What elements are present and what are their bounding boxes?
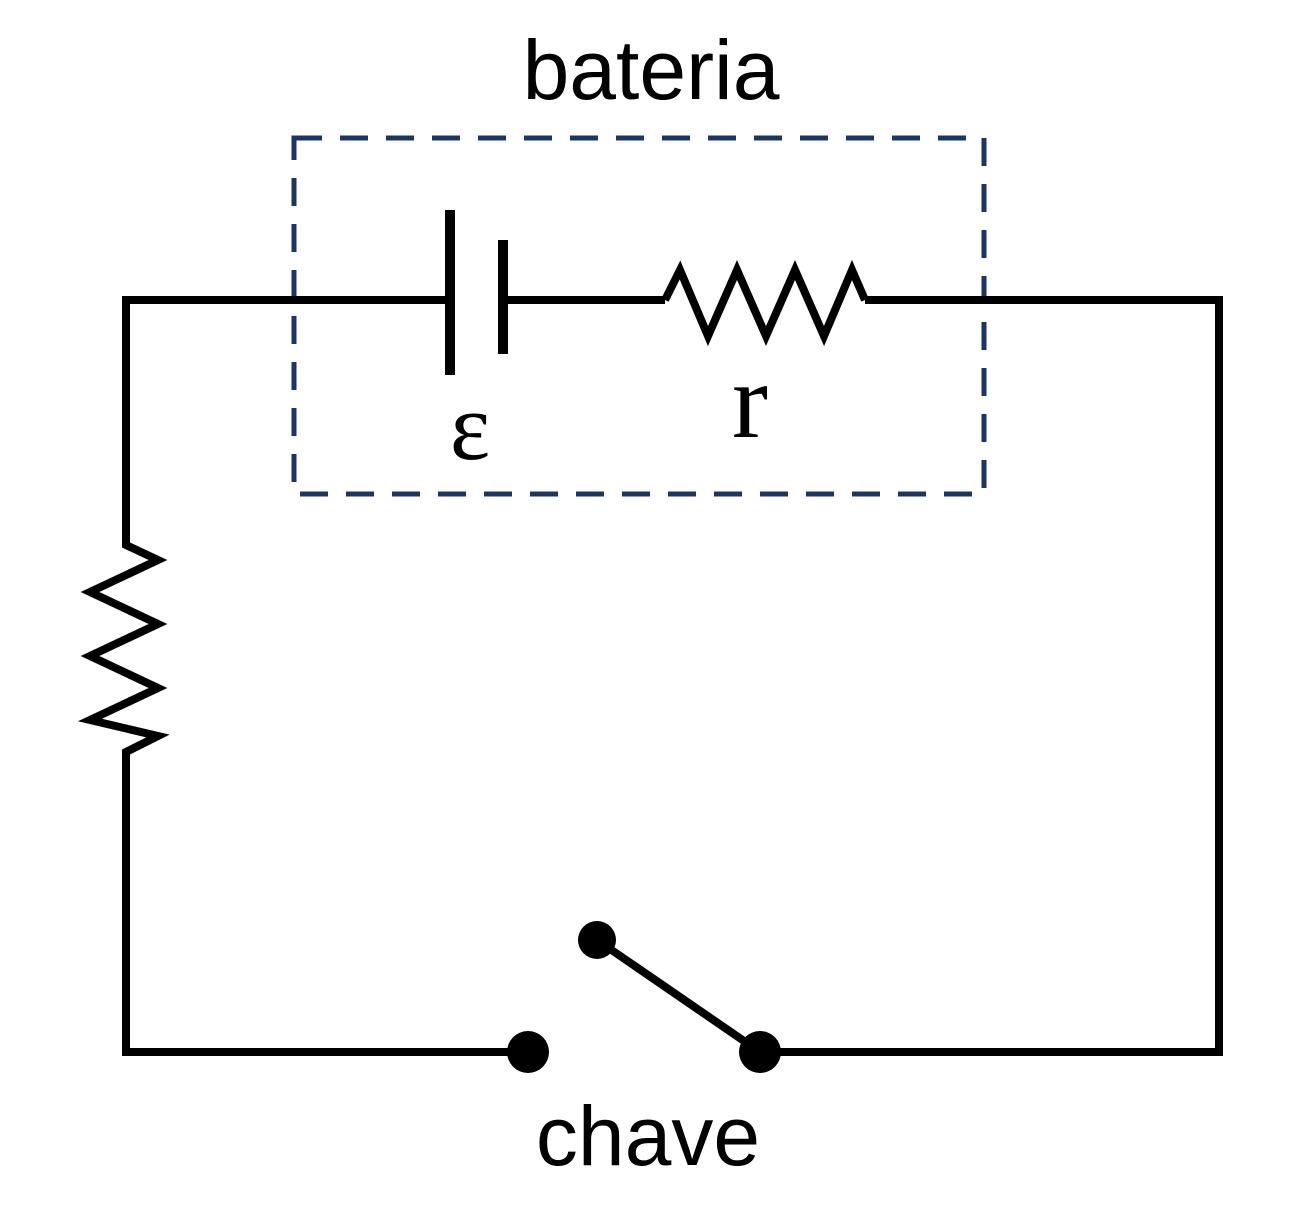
switch-lever-tip [578,921,616,959]
internal-resistor [661,259,869,347]
switch-left-terminal [507,1031,549,1073]
emf-label: ε [450,373,490,480]
switch-label: chave [536,1089,760,1183]
switch [507,921,781,1073]
switch-lever [594,936,763,1056]
external-resistor [77,530,170,770]
wire-bottom-left [122,770,528,1056]
battery-label: bateria [523,23,780,117]
wire-top-right [780,296,1223,1056]
internal-resistance-label: r [732,342,768,461]
battery-box [291,135,987,497]
wire-top-left [122,296,450,530]
switch-pivot-terminal [739,1031,781,1073]
